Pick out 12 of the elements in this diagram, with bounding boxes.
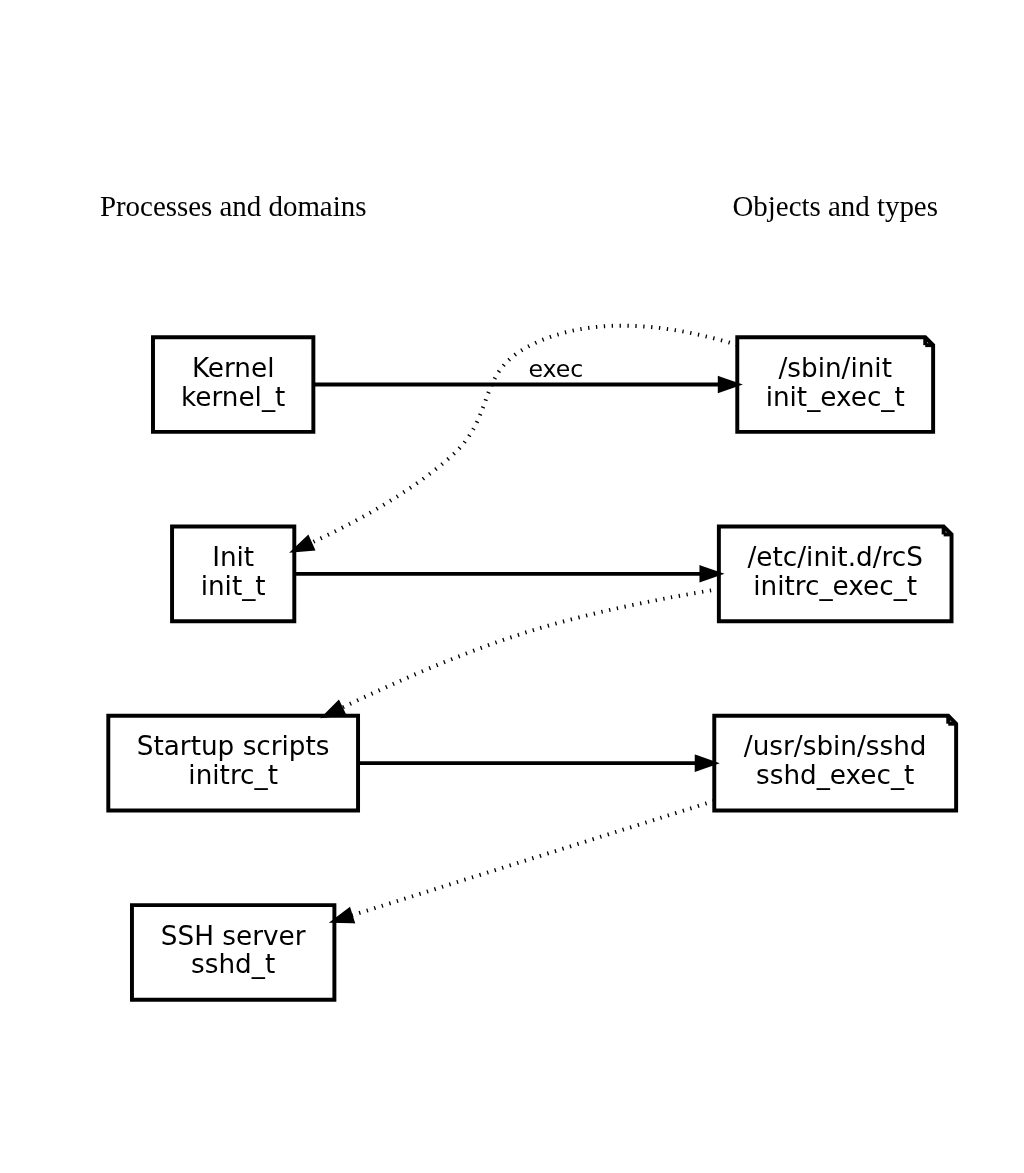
arrow [328,798,715,923]
label: Objects and types [731,189,938,222]
label: Processes and domains [99,189,366,222]
arrow [312,375,743,393]
arrow [294,564,724,583]
arrow [288,323,738,553]
edge-label: exec [527,354,583,383]
node-box: Kernel kernel_t [150,334,315,434]
node-box: Startup scripts initrc_t [105,713,360,812]
node-box: SSH server sshd_t [129,902,336,1002]
arrow [357,753,720,772]
node-box: Init init_t [169,524,296,623]
